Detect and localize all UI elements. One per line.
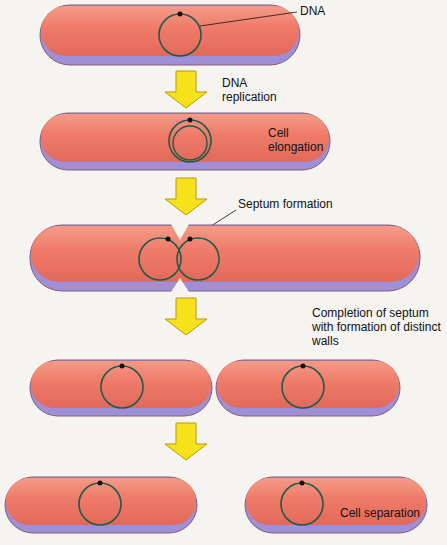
- callout-label: Cell separation: [340, 506, 445, 520]
- dividing-cell: [30, 224, 420, 292]
- bacterial-cell: [40, 113, 330, 170]
- bacterial-cell: [30, 360, 212, 416]
- callout-label: DNA: [300, 4, 360, 18]
- process-arrow: [165, 298, 207, 335]
- bacterial-cell: [245, 477, 427, 533]
- callout-label: Completion of septum with formation of d…: [312, 306, 444, 348]
- callout-label: Septum formation: [238, 197, 378, 211]
- bacterial-cell: [5, 477, 197, 533]
- callout-label: DNA replication: [222, 76, 302, 104]
- bacterial-cell: [216, 360, 400, 416]
- process-arrow: [165, 178, 207, 215]
- process-arrow: [165, 423, 207, 460]
- callout-label: Cell elongation: [268, 126, 330, 154]
- leader-line: [200, 12, 297, 26]
- process-arrow: [165, 71, 207, 108]
- bacterial-cell: [40, 5, 300, 65]
